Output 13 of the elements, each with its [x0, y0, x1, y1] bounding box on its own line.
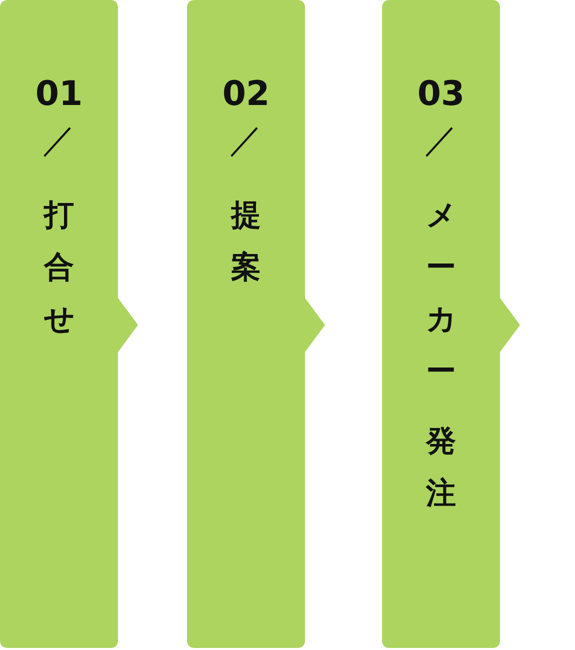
step-number: 02 — [221, 73, 271, 116]
step-label: 発注 — [424, 423, 457, 513]
step-label: メーカー — [425, 197, 458, 391]
step-panel — [187, 0, 327, 650]
slash-divider: ／ — [41, 119, 77, 162]
step-label: 提案 — [230, 197, 262, 287]
step-panel — [0, 0, 140, 650]
step-label: 打合せ — [42, 197, 76, 339]
step-number: 03 — [416, 73, 466, 116]
step-number: 01 — [34, 73, 84, 116]
slash-divider: ／ — [423, 119, 459, 162]
slash-divider: ／ — [228, 119, 264, 162]
step-panel — [382, 0, 522, 650]
